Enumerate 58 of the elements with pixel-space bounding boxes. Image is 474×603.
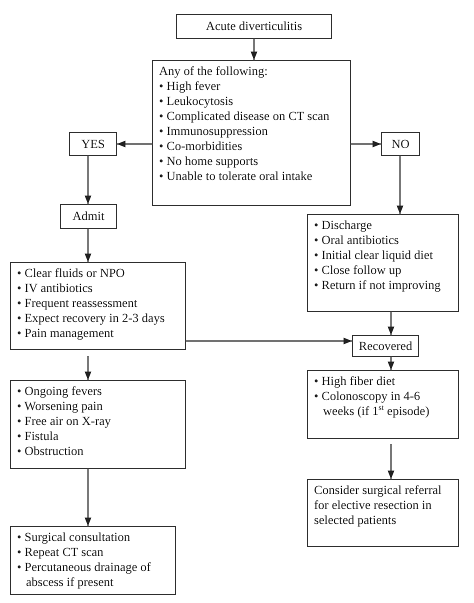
bullet-item: • Immunosuppression (159, 124, 269, 139)
bullet-item: • High fever (159, 79, 222, 94)
bullet-item: • Pain management (17, 326, 115, 341)
arrow (186, 338, 352, 344)
bullet-item: • Percutaneous drainage of abscess if present (17, 560, 152, 590)
bullet-item: • Clear fluids or NPO (17, 266, 126, 281)
bullet-item: • Fistula (17, 429, 60, 444)
bullet-item: • Obstruction (17, 444, 85, 459)
arrow (84, 156, 92, 204)
bullet-item: • Initial clear liquid diet (314, 248, 434, 263)
arrow (84, 469, 92, 526)
arrow (117, 140, 152, 148)
decision-box (381, 132, 420, 156)
arrow (84, 229, 92, 262)
bullet-item: • Repeat CT scan (17, 545, 104, 560)
arrow (388, 357, 394, 370)
bullet-item: • IV antibiotics (17, 281, 94, 296)
bullet-item: • Surgical consultation (17, 530, 132, 545)
bullet-item: • Co-morbidities (159, 139, 244, 154)
bullet-item: • Free air on X-ray (17, 414, 112, 429)
node-label: Admit (72, 209, 104, 224)
bullet-item: • Ongoing fevers (17, 384, 103, 399)
arrow (396, 156, 404, 214)
process-box (10, 380, 186, 469)
bullet-item: • Unable to tolerate oral intake (159, 169, 314, 184)
bullet-item: • Discharge (314, 218, 373, 233)
bullet-item: • Complicated disease on CT scan (159, 109, 330, 124)
bullet-item: • Colonoscopy in 4-6 weeks (if 1$^{st}$ episode) (314, 389, 430, 419)
process-box (10, 262, 186, 350)
process-box (10, 526, 176, 595)
node-text: Consider surgical referral for elective resection in selected patients (314, 483, 442, 527)
arrow (351, 140, 381, 148)
bullet-item: • High fiber diet (314, 374, 396, 389)
bullet-item: • Oral antibiotics (314, 233, 400, 248)
decision-box (69, 132, 117, 156)
node-label: YES (81, 136, 105, 152)
arrow (388, 312, 394, 335)
list-heading: Any of the following: (159, 64, 269, 79)
bullet-item: • Close follow up (314, 263, 402, 278)
node-label: Acute diverticulitis (206, 19, 302, 34)
bullet-item: • Frequent reassessment (17, 296, 138, 311)
process-box (307, 370, 459, 439)
bullet-item: • Return if not improving (314, 278, 442, 293)
node-label: NO (391, 136, 410, 152)
arrow (250, 39, 258, 60)
process-box (307, 479, 459, 547)
bullet-item: • No home supports (159, 154, 260, 169)
arrow (388, 444, 394, 479)
bullet-item: • Leukocytosis (159, 94, 234, 109)
process-box (307, 214, 459, 312)
process-box (60, 204, 117, 229)
process-box (352, 335, 419, 357)
bullet-item: • Expect recovery in 2-3 days (17, 311, 166, 326)
node-label: Recovered (358, 338, 412, 354)
criteria-box (152, 60, 351, 206)
arrow (84, 356, 92, 380)
title-box (176, 14, 332, 39)
bullet-item: • Worsening pain (17, 399, 104, 414)
